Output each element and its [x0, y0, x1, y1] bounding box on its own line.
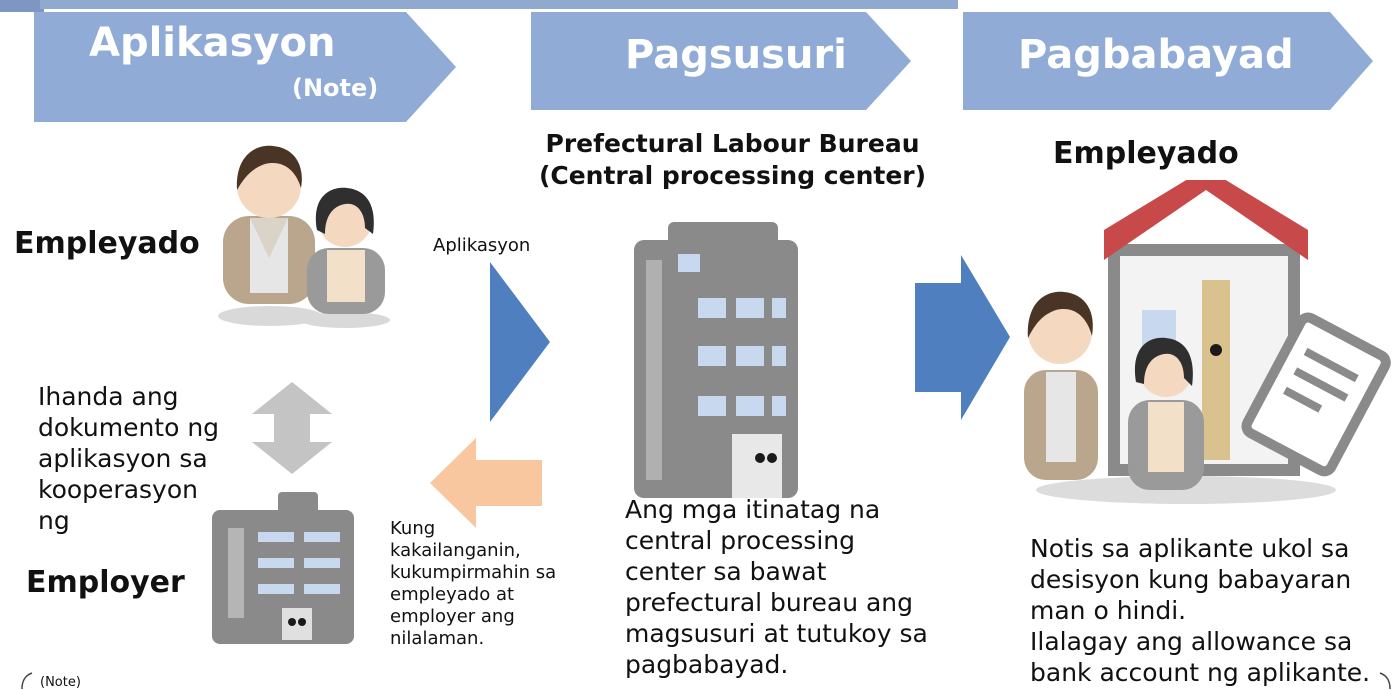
bracket-right-icon: [1379, 672, 1391, 689]
step-pagbabayad: Pagbabayad: [963, 12, 1373, 110]
employee-label: Empleyado: [14, 226, 200, 261]
prepare-text: Ihanda ang dokumento ng aplikasyon sa ko…: [38, 382, 220, 535]
employer-label: Employer: [26, 565, 185, 600]
header-line: [40, 0, 958, 9]
two-way-arrow-icon: [252, 382, 332, 474]
step-title: Aplikasyon: [89, 20, 336, 66]
footer-note: (Note): [40, 675, 81, 690]
bureau-description: Ang mga itinatag na central processing c…: [625, 495, 928, 679]
header-corner: [0, 0, 44, 12]
house-icon: [1024, 180, 1391, 504]
bracket-left-icon: [21, 672, 33, 689]
bureau-title-line1: Prefectural Labour Bureau: [545, 129, 920, 158]
bureau-title: Prefectural Labour Bureau (Central proce…: [495, 128, 970, 192]
step-note: (Note): [292, 74, 379, 102]
employer-building-icon: [212, 492, 354, 644]
bureau-building-icon: [634, 222, 798, 498]
document-icon: [1241, 312, 1391, 477]
step-pagsusuri: Pagsusuri: [531, 12, 911, 110]
bureau-title-line2: (Central processing center): [538, 161, 927, 190]
return-arrow-icon: [430, 438, 542, 528]
confirm-text: Kung kakailanganin, kukumpirmahin sa emp…: [390, 518, 557, 649]
apply-label: Aplikasyon: [433, 235, 531, 256]
payment-arrow-icon: [915, 255, 1010, 420]
step-title: Pagsusuri: [625, 32, 847, 78]
submit-arrow-icon: [490, 262, 550, 422]
step-arrow-shape: [531, 12, 911, 110]
payee-label: Empleyado: [1053, 136, 1239, 171]
step-title: Pagbabayad: [1018, 32, 1294, 78]
step-arrow-shape: [963, 12, 1373, 110]
step-aplikasyon: Aplikasyon (Note): [34, 12, 456, 122]
step-arrow-shape: [34, 12, 456, 122]
payment-description: Notis sa aplikante ukol sa desisyon kung…: [1030, 534, 1371, 687]
people-icon: [218, 145, 390, 328]
